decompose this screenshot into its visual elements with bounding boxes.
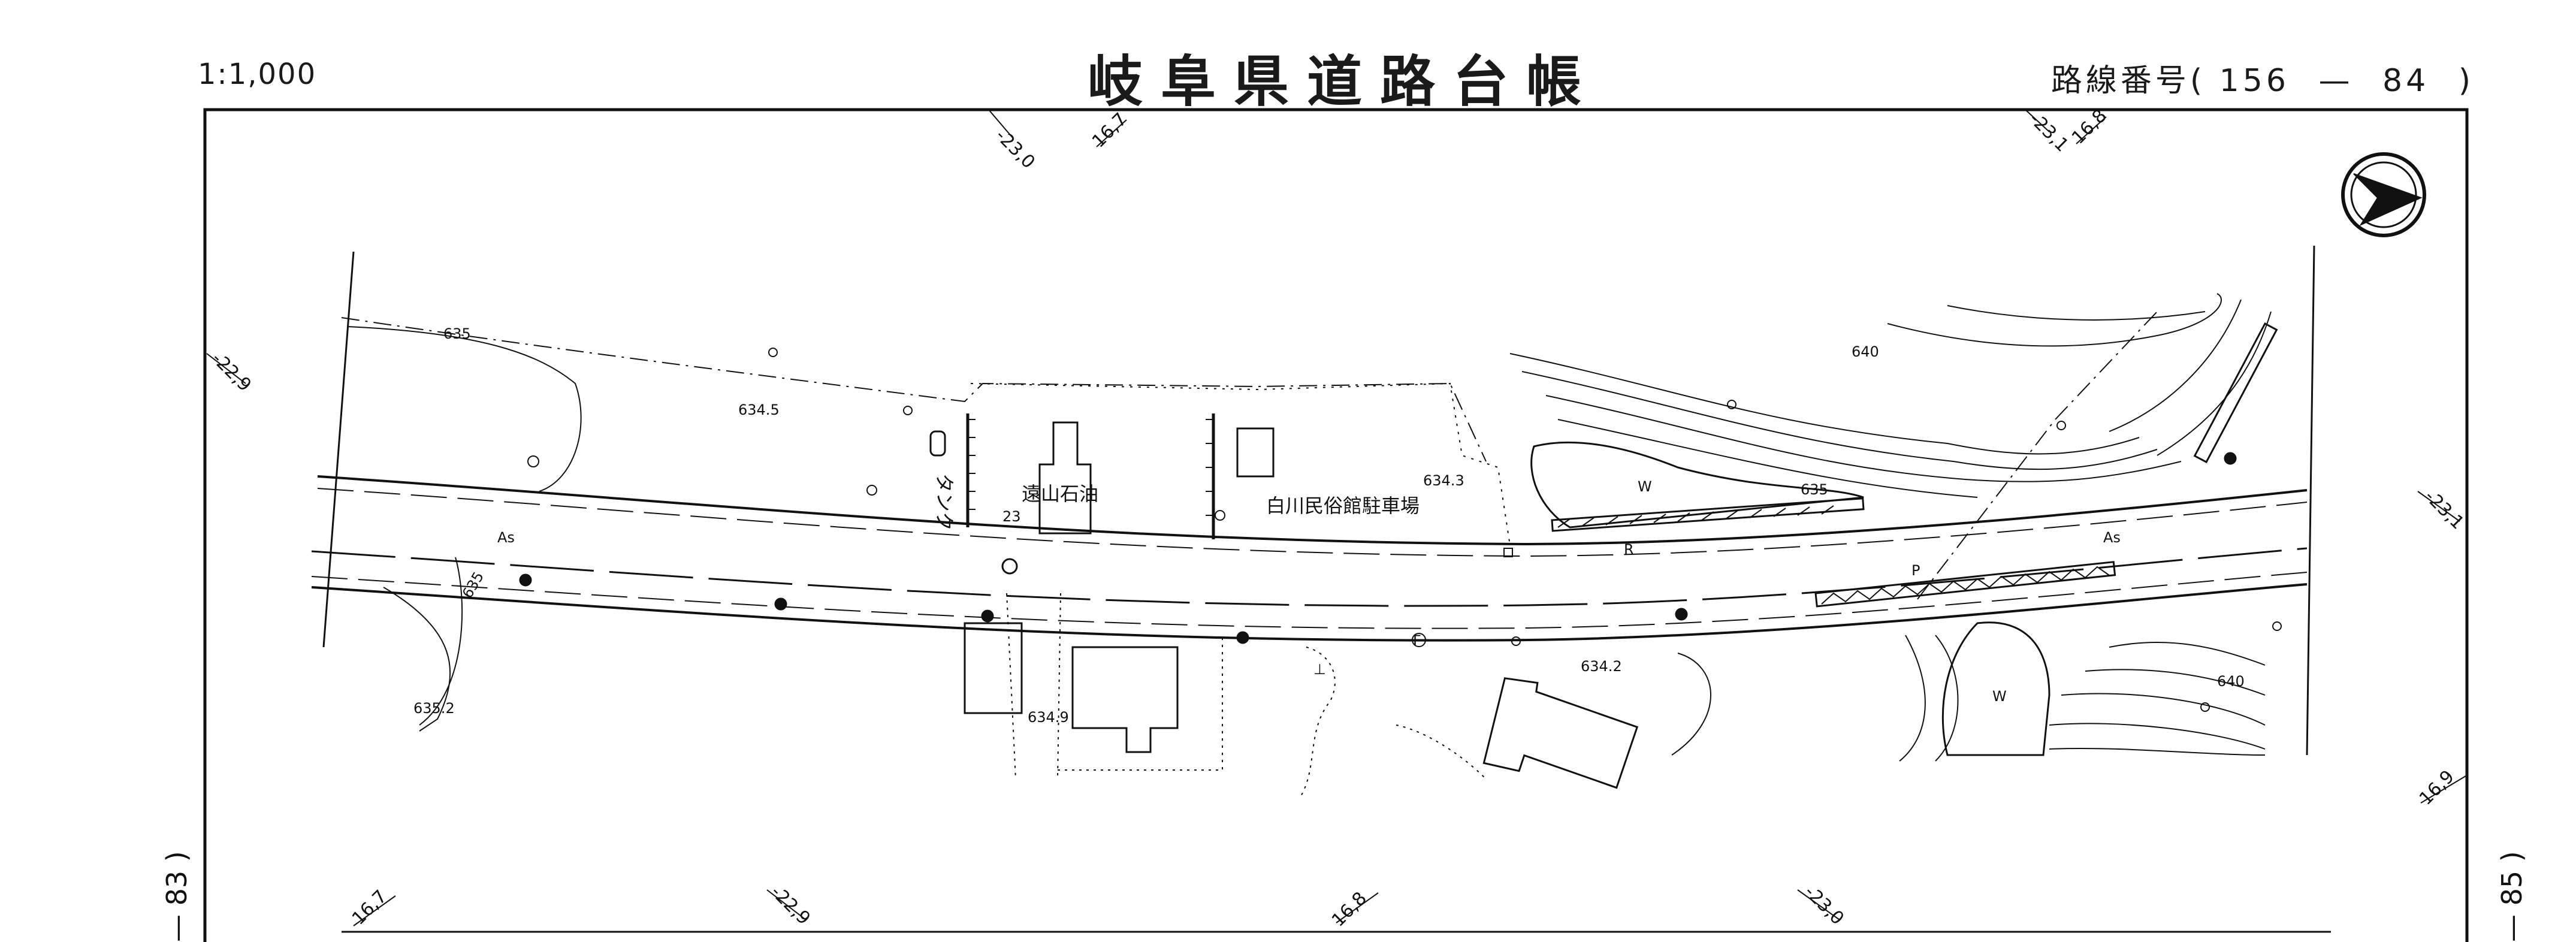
contours — [347, 293, 2272, 762]
route-dash: — — [2318, 63, 2354, 99]
grid-tick-marks — [206, 109, 2466, 926]
point-symbols — [519, 348, 2282, 712]
route-number: 路線番号( 156 — 84 ) — [2051, 55, 2474, 100]
tree-symbol — [2200, 702, 2210, 712]
tank — [929, 430, 946, 457]
utility-pole — [1236, 631, 1249, 644]
page-title: 岐阜県道路台帳 — [1088, 50, 1600, 114]
survey-boundary-left — [322, 251, 355, 648]
utility-pole — [519, 573, 532, 587]
label-symbol-r: R — [1624, 541, 1634, 558]
elevation-2: 634.3 — [1423, 472, 1464, 489]
road-centerline — [311, 547, 2308, 607]
boundary-north-east — [1917, 311, 2158, 600]
road-edge-north — [317, 475, 2308, 546]
route-label: 路線番号( — [2050, 63, 2206, 99]
route-close: ) — [2458, 63, 2474, 99]
label-water-north: W — [1638, 478, 1652, 495]
tree-symbol — [768, 348, 778, 357]
contour-label: 640 — [1852, 343, 1879, 360]
fire-hydrant — [1412, 633, 1426, 647]
map-frame — [203, 108, 2469, 942]
museum-building — [1236, 427, 1275, 478]
retaining-walls — [1551, 322, 2278, 608]
museum-wall-ticks — [1206, 419, 1213, 516]
tree-symbol — [2056, 421, 2066, 430]
grid-label: 16,7 — [348, 886, 391, 929]
utility-pole — [774, 597, 787, 611]
utility-pole — [981, 609, 994, 623]
label-symbol-t: ⊥ — [1313, 661, 1326, 678]
tank-wall-ticks — [968, 419, 976, 510]
tree-symbol — [1727, 400, 1737, 409]
utility-pole — [2224, 452, 2237, 465]
tree-symbol — [903, 406, 913, 415]
buildings-south — [964, 593, 1639, 798]
label-pavement-west: As — [497, 529, 515, 546]
label-gas-station: 遠山石油 — [1022, 482, 1098, 505]
driveway-south — [1300, 647, 1487, 798]
boundary-north-west — [341, 317, 1487, 462]
building-south-1 — [964, 622, 1023, 714]
grid-label: -22,9 — [766, 881, 814, 929]
grid-label: -23,1 — [2420, 486, 2468, 534]
tree-symbol — [1511, 636, 1521, 646]
manhole — [1001, 558, 1018, 575]
road-edge-south-inner — [311, 572, 2308, 629]
wall-south — [1814, 561, 2116, 608]
north-arrow-icon — [2341, 152, 2426, 237]
grid-label: -23,0 — [1800, 881, 1848, 929]
grid-label: -23,0 — [991, 125, 1039, 173]
water-area-south — [1941, 621, 2050, 756]
contour-label: 635 — [443, 325, 471, 342]
buildings-north — [929, 382, 1511, 546]
label-tank: タンク — [933, 473, 956, 531]
map-labels: 遠山石油 タンク 白川民俗館駐車場 As As W W R P F ⊥ 634.… — [207, 105, 2468, 931]
tree-symbol — [1215, 510, 1225, 521]
label-pavement-east: As — [2103, 529, 2121, 546]
contour-label: 635 — [1801, 481, 1828, 498]
station-number: 23 — [1002, 508, 1021, 525]
map-scale: 1:1,000 — [198, 58, 317, 91]
contour-label: 640 — [2217, 673, 2245, 690]
tree-symbol — [866, 485, 877, 496]
grid-label: -23,1 — [2025, 108, 2073, 156]
property-line-south — [1006, 593, 1223, 780]
grid-label: 16,8 — [2068, 105, 2111, 149]
survey-boundary-right — [2306, 245, 2315, 756]
contour-label: 635 — [459, 569, 487, 601]
elevation-4: 634.9 — [1028, 709, 1069, 726]
building-south-2 — [1071, 646, 1179, 753]
elevation-5: 635.2 — [413, 700, 455, 717]
road-edge-south — [311, 583, 2308, 642]
label-symbol-p: P — [1911, 562, 1920, 579]
gas-station-building — [1038, 421, 1092, 535]
route-start: 156 — [2219, 63, 2290, 99]
utility-pole — [1675, 608, 1688, 621]
label-symbol-f: F — [1413, 632, 1421, 649]
water-area-north — [1530, 441, 1864, 529]
elevation-3: 634.2 — [1581, 658, 1622, 675]
grid-label: 16,8 — [1328, 888, 1371, 931]
building-south-3 — [1482, 677, 1639, 789]
elevation-1: 634.5 — [738, 401, 780, 418]
wall-east — [2193, 322, 2278, 464]
wall-north — [1551, 497, 1865, 532]
tree-symbol — [527, 455, 539, 467]
route-end: 84 — [2382, 63, 2430, 99]
label-museum-parking: 白川民俗館駐車場 — [1266, 494, 1420, 517]
grid-label: -22,9 — [207, 348, 255, 396]
label-water-south: W — [1992, 688, 2007, 705]
grid-label: 16,7 — [1088, 109, 1131, 152]
tree-symbol — [2272, 621, 2282, 631]
marker-box — [1503, 548, 1513, 557]
road-edge-north-inner — [317, 488, 2308, 557]
